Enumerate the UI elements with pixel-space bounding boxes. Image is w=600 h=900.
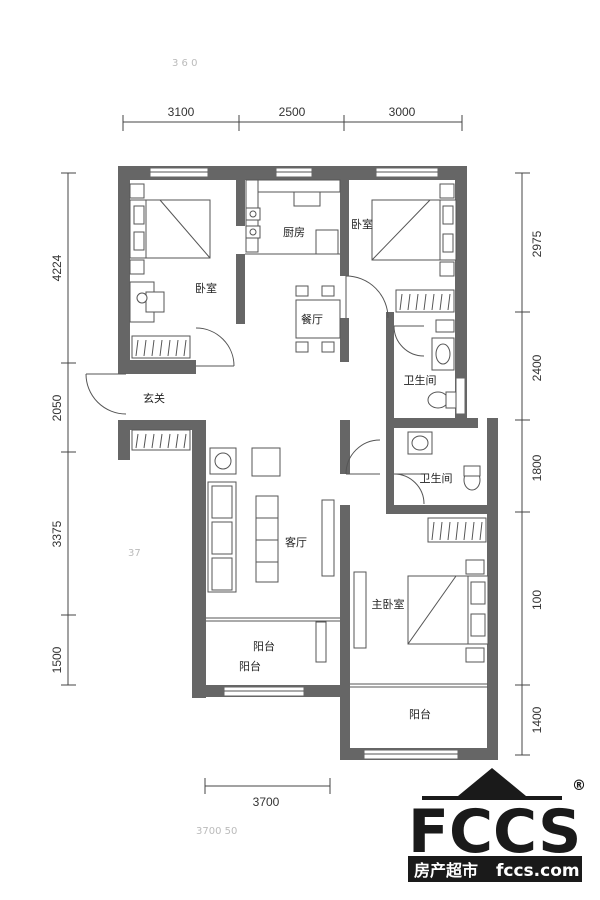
label-balcony-living-ghost: 阳台	[239, 659, 261, 673]
kitchen-counter	[245, 179, 341, 255]
logo-cn: 房产超市	[414, 861, 478, 880]
dimension-top: 3100 2500 3000	[122, 105, 463, 131]
dim-left-1: 4224	[50, 254, 64, 281]
dim-right-2: 2400	[530, 354, 544, 381]
door-living	[345, 439, 381, 475]
desk-nw	[129, 281, 165, 323]
dim-top-2: 2500	[279, 105, 306, 119]
windows	[149, 167, 466, 760]
door-bath-1	[393, 325, 425, 357]
label-dining: 餐厅	[301, 312, 323, 326]
bathroom-2-fixtures	[407, 431, 481, 491]
label-bedroom-ne: 卧室	[351, 217, 373, 231]
dim-top-3: 3000	[389, 105, 416, 119]
label-master: 主卧室	[372, 597, 405, 611]
ghost-mark-left: 37	[128, 548, 141, 559]
ghost-mark-bottom: 3700 50	[196, 826, 237, 837]
bed-master	[407, 559, 489, 663]
label-bedroom-nw: 卧室	[195, 281, 217, 295]
dim-right-4: 100	[530, 590, 544, 610]
dim-left-2: 2050	[50, 394, 64, 421]
dim-left-4: 1500	[50, 646, 64, 673]
label-entry: 玄关	[143, 391, 165, 405]
desk-master	[353, 571, 367, 649]
dim-bottom: 3700	[253, 795, 280, 809]
label-balcony-living: 阳台	[253, 639, 275, 653]
label-balcony-master: 阳台	[409, 707, 431, 721]
door-bedroom-nw	[195, 327, 235, 367]
coffee-table	[255, 495, 279, 583]
balcony-master-rail	[350, 683, 488, 688]
label-bath-1: 卫生间	[404, 373, 437, 387]
label-bath-2: 卫生间	[420, 471, 453, 485]
fccs-logo: FCCS ® 房产超市 fccs.com	[408, 768, 586, 882]
wardrobe-ne	[395, 289, 455, 313]
entry-door	[85, 373, 127, 415]
armchairs	[209, 447, 281, 477]
balcony-living-rail	[206, 617, 340, 663]
logo-brand: FCCS	[408, 797, 581, 867]
dim-top-1: 3100	[168, 105, 195, 119]
dimension-left: 4224 2050 3375 1500	[50, 172, 76, 686]
dimension-right: 2975 2400 1800 100 1400	[515, 172, 544, 756]
logo-registered: ®	[572, 778, 586, 794]
dim-right-5: 1400	[530, 706, 544, 733]
bathroom-1-fixtures	[427, 319, 457, 409]
wardrobe-nw	[131, 335, 191, 359]
label-living: 客厅	[285, 535, 307, 549]
door-bedroom-ne	[345, 275, 389, 319]
dining-table	[295, 285, 341, 353]
sofa	[207, 481, 237, 593]
dimension-bottom: 3700	[204, 778, 331, 809]
dim-right-3: 1800	[530, 454, 544, 481]
logo-domain: fccs.com	[496, 861, 580, 881]
dim-left-3: 3375	[50, 520, 64, 547]
dim-right-1: 2975	[530, 230, 544, 257]
bed-ne	[371, 183, 457, 277]
bed-nw	[129, 183, 211, 275]
entry-cabinet	[131, 429, 191, 451]
label-kitchen: 厨房	[283, 226, 305, 239]
door-bath-2	[393, 473, 425, 505]
wardrobe-master	[427, 517, 487, 543]
ghost-mark-top: 3 6 0	[172, 58, 197, 69]
tv-cabinet	[321, 499, 335, 577]
